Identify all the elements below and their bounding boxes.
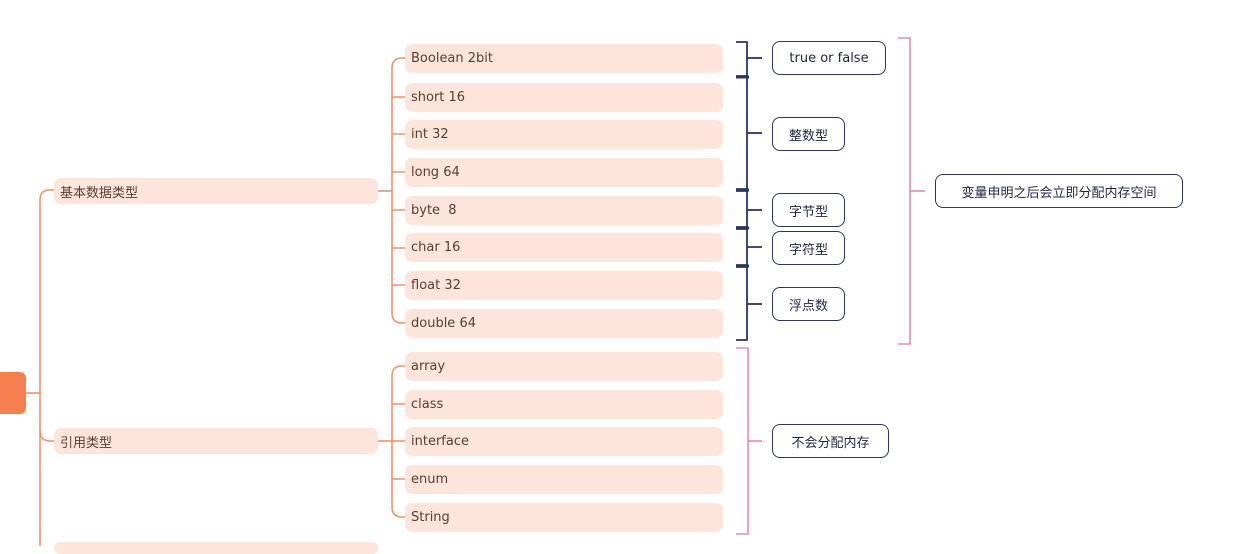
- primitive-ticks: [392, 96, 405, 286]
- note-primitive-memory[interactable]: 变量申明之后会立即分配内存空间: [935, 174, 1183, 208]
- leaf-enum[interactable]: enum: [405, 465, 723, 494]
- branch-partial-offscreen[interactable]: [54, 542, 378, 554]
- reference-ticks: [392, 403, 405, 480]
- leaf-byte[interactable]: byte 8: [405, 196, 723, 225]
- note-boolean-values[interactable]: true or false: [772, 41, 886, 75]
- leaf-long[interactable]: long 64: [405, 158, 723, 187]
- primitive-spine: [391, 57, 405, 324]
- bracket-primitive-summary: [898, 37, 911, 345]
- trunk-to-reference: [39, 429, 54, 442]
- leaf-float[interactable]: float 32: [405, 271, 723, 300]
- central-topic-node[interactable]: [0, 372, 26, 414]
- note-byte-type[interactable]: 字节型: [772, 193, 845, 227]
- note-float-type[interactable]: 浮点数: [772, 287, 845, 321]
- leaf-short[interactable]: short 16: [405, 83, 723, 112]
- reference-spine: [391, 365, 405, 518]
- leaf-interface[interactable]: interface: [405, 427, 723, 456]
- bracket-float: [736, 266, 748, 341]
- leaf-string[interactable]: String: [405, 503, 723, 532]
- leaf-char[interactable]: char 16: [405, 233, 723, 262]
- note-char-type[interactable]: 字符型: [772, 231, 845, 265]
- bracket-reference-summary: [736, 347, 749, 535]
- leaf-double[interactable]: double 64: [405, 309, 723, 338]
- bracket-boolean: [736, 41, 748, 77]
- leaf-boolean[interactable]: Boolean 2bit: [405, 44, 723, 73]
- branch-reference-types[interactable]: 引用类型: [54, 428, 378, 454]
- leaf-class[interactable]: class: [405, 390, 723, 419]
- leaf-array[interactable]: array: [405, 352, 723, 381]
- leaf-int[interactable]: int 32: [405, 120, 723, 149]
- branch-primitive-types[interactable]: 基本数据类型: [54, 178, 378, 204]
- trunk-line: [39, 189, 54, 546]
- bracket-integer: [736, 76, 748, 190]
- note-reference-memory[interactable]: 不会分配内存: [772, 424, 889, 458]
- bracket-byte: [736, 190, 748, 228]
- bracket-char: [736, 228, 748, 266]
- note-integer-type[interactable]: 整数型: [772, 117, 845, 151]
